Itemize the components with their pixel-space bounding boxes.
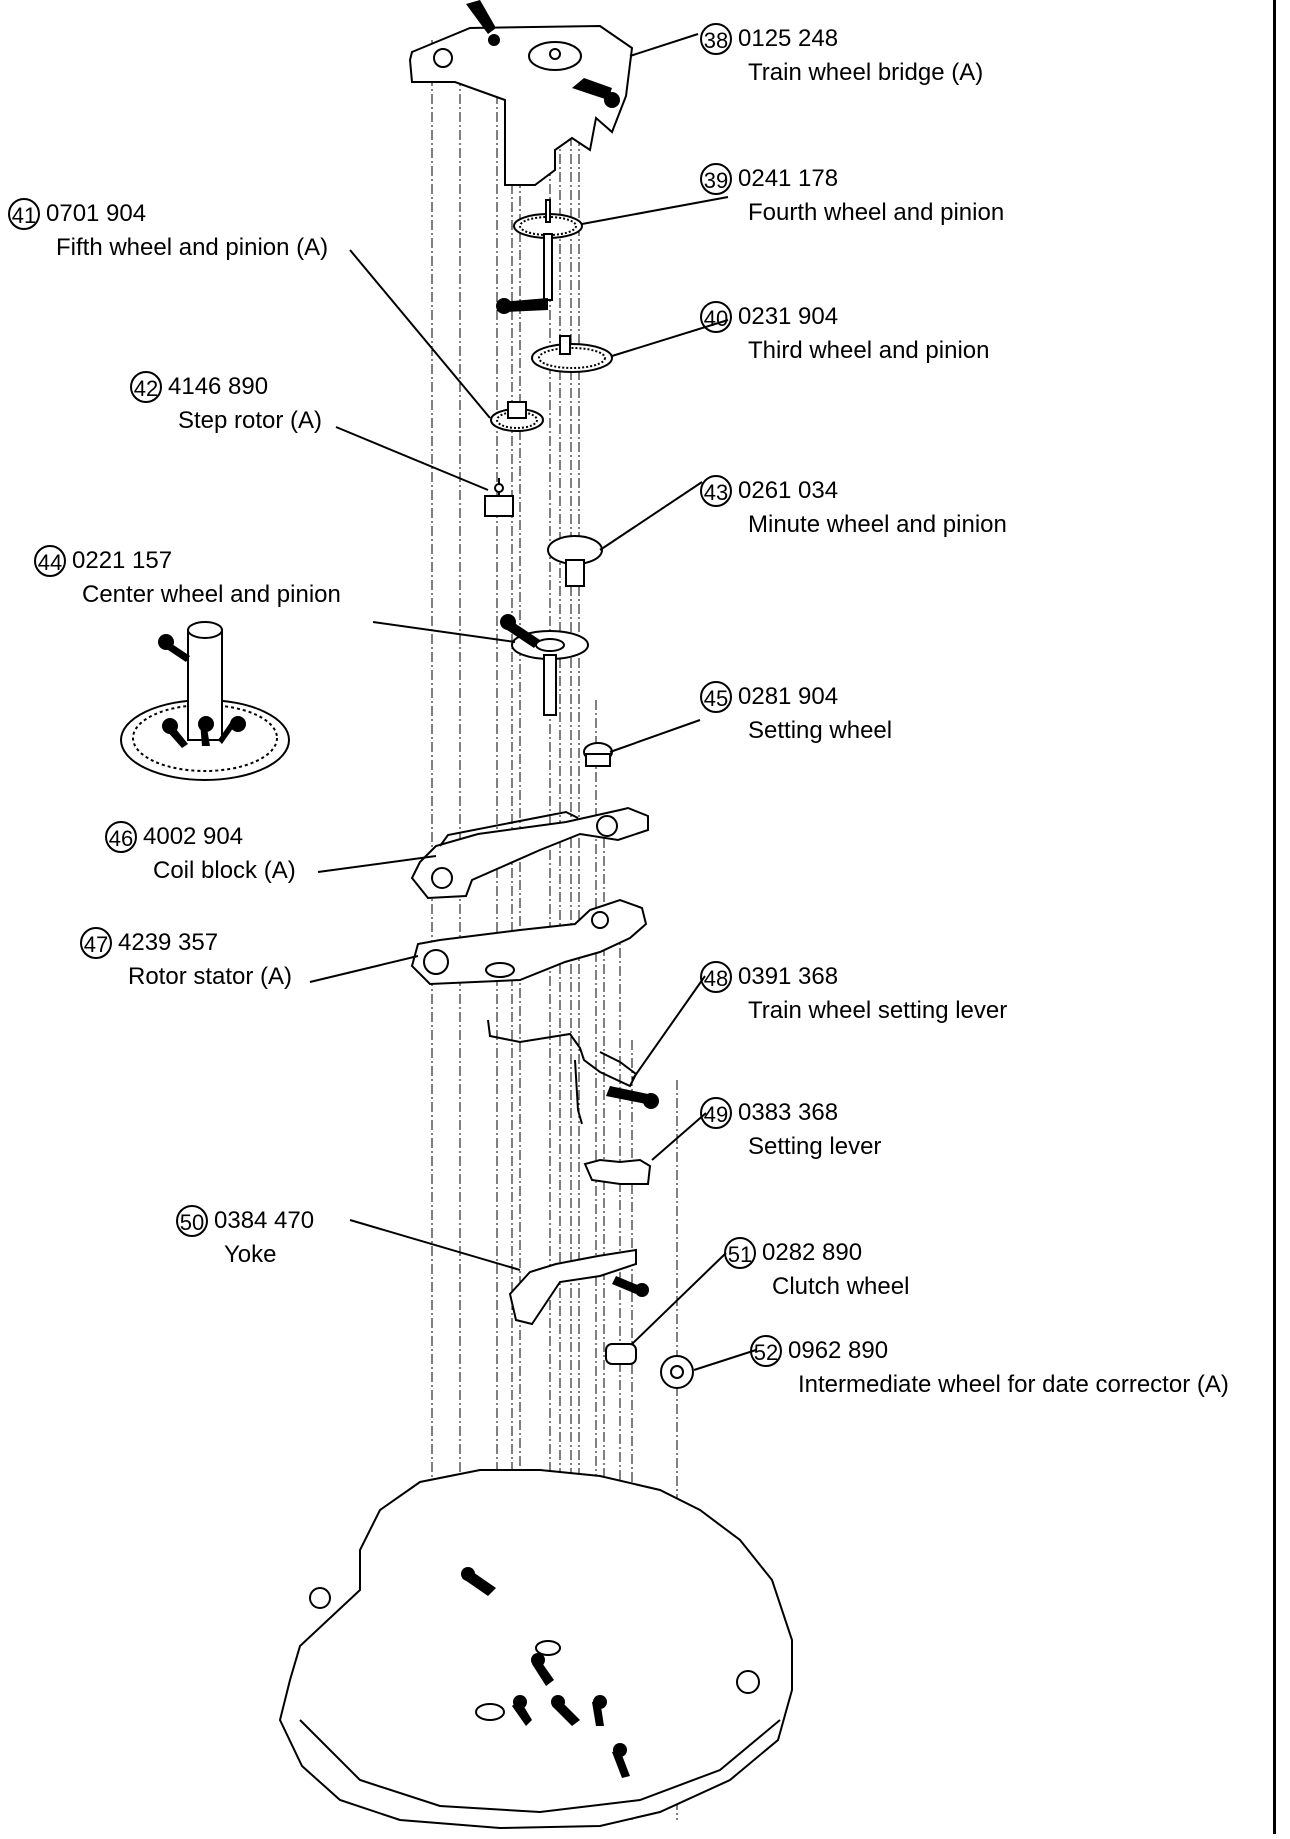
part-name: Yoke (224, 1241, 277, 1268)
intermediate-wheel-part (660, 1355, 694, 1389)
page-border (1273, 0, 1276, 1834)
callout-number: 47 (80, 927, 112, 959)
part-code: 0241 178 (738, 165, 839, 192)
callout-number: 39 (700, 163, 732, 195)
part-code: 0391 368 (738, 963, 839, 990)
train-wheel-bridge-part (408, 24, 634, 186)
third-wheel-part (531, 335, 613, 373)
clutch-wheel-part (605, 1343, 637, 1365)
part-code: 4002 904 (143, 823, 244, 850)
part-name: Fourth wheel and pinion (748, 199, 1005, 226)
callout-number: 45 (700, 681, 732, 713)
part-code: 0221 157 (72, 547, 173, 574)
setting-wheel-part (583, 742, 613, 767)
callout-number: 49 (700, 1097, 732, 1129)
part-name: Setting lever (748, 1133, 882, 1160)
center-wheel-detail (120, 621, 290, 781)
part-name: Third wheel and pinion (748, 337, 990, 364)
part-name: Train wheel bridge (A) (748, 59, 984, 86)
part-name: Clutch wheel (772, 1273, 910, 1300)
callout-number: 50 (176, 1205, 208, 1237)
part-code: 0383 368 (738, 1099, 839, 1126)
fourth-wheel-part (513, 199, 583, 301)
callout-number: 40 (700, 301, 732, 333)
rotor-stator-part (410, 898, 648, 986)
step-rotor-part (484, 478, 514, 517)
callout-number: 46 (105, 821, 137, 853)
part-code: 0962 890 (788, 1337, 889, 1364)
part-name: Train wheel setting lever (748, 997, 1008, 1024)
callout-number: 51 (724, 1237, 756, 1269)
part-code: 0261 034 (738, 477, 839, 504)
callout-number: 48 (700, 961, 732, 993)
callout-number: 44 (34, 545, 66, 577)
part-code: 4239 357 (118, 929, 219, 956)
train-wheel-bridge-screws (466, 0, 620, 108)
part-code: 0701 904 (46, 200, 147, 227)
minute-wheel-part (547, 535, 603, 587)
main-plate-screws (461, 1567, 630, 1778)
part-name: Fifth wheel and pinion (A) (56, 234, 329, 261)
yoke-part (508, 1248, 637, 1326)
part-name: Step rotor (A) (178, 407, 323, 434)
callout-number: 42 (130, 371, 162, 403)
coil-block-part (410, 806, 649, 900)
part-code: 0384 470 (214, 1207, 315, 1234)
part-name: Center wheel and pinion (82, 581, 341, 608)
callout-number: 38 (700, 23, 732, 55)
part-name: Coil block (A) (153, 857, 296, 884)
callout-number: 52 (750, 1335, 782, 1367)
part-name: Minute wheel and pinion (748, 511, 1007, 538)
main-plate-part (278, 1469, 793, 1830)
callout-number: 41 (8, 198, 40, 230)
part-code: 0231 904 (738, 303, 839, 330)
part-code: 0125 248 (738, 25, 839, 52)
train-wheel-setting-lever-part (487, 1019, 638, 1125)
part-name: Intermediate wheel for date corrector (A… (798, 1371, 1229, 1398)
fifth-wheel-part (490, 401, 544, 432)
part-name: Setting wheel (748, 717, 893, 744)
part-code: 0282 890 (762, 1239, 863, 1266)
setting-lever-part (583, 1158, 652, 1185)
callout-number: 43 (700, 475, 732, 507)
center-wheel-part (511, 630, 589, 716)
leader-lines (309, 33, 757, 1371)
part-name: Rotor stator (A) (128, 963, 293, 990)
part-code: 4146 890 (168, 373, 269, 400)
part-code: 0281 904 (738, 683, 839, 710)
